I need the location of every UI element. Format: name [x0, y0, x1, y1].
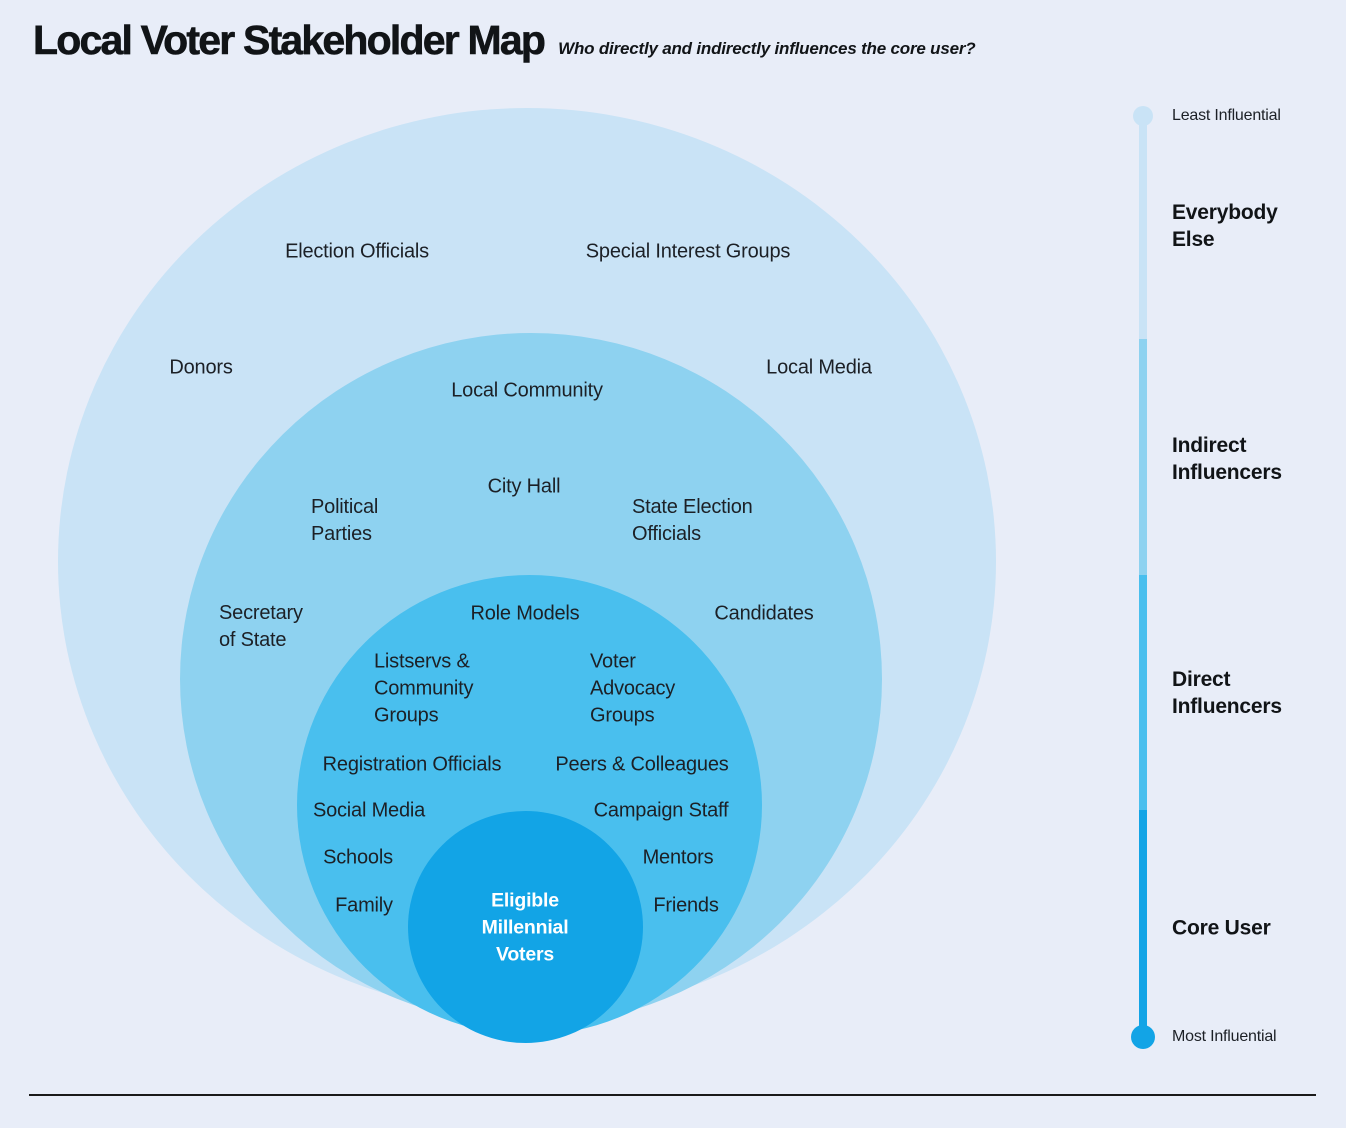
- stakeholder-label: Friends: [653, 894, 719, 917]
- category-label-indirect-influencers: Indirect Influencers: [1172, 434, 1282, 484]
- stakeholder-label: Campaign Staff: [593, 799, 729, 822]
- stakeholder-label: Secretary of State: [219, 602, 303, 651]
- stakeholder-label: Donors: [169, 356, 233, 379]
- least-influential-label: Least Influential: [1172, 107, 1281, 124]
- ring-core-user: [408, 811, 643, 1043]
- category-label-direct-influencers: Direct Influencers: [1172, 668, 1282, 718]
- scale-segment-core-user: [1139, 810, 1147, 1037]
- stakeholder-label: Registration Officials: [322, 753, 502, 776]
- scale-segment-indirect-influencers: [1139, 339, 1147, 575]
- stakeholder-label: Local Media: [766, 356, 872, 379]
- stakeholder-label: Special Interest Groups: [585, 240, 791, 263]
- stakeholder-label: Listservs & Community Groups: [374, 650, 474, 727]
- stakeholder-label: City Hall: [487, 475, 561, 498]
- stakeholder-label: Eligible Millennial Voters: [481, 889, 569, 966]
- stakeholder-label: Local Community: [451, 379, 603, 402]
- stakeholder-label: Social Media: [312, 799, 426, 822]
- bottom-divider: [29, 1094, 1316, 1096]
- stakeholder-label: Role Models: [470, 602, 580, 625]
- header: Local Voter Stakeholder Map Who directly…: [33, 17, 976, 63]
- stakeholder-label: Family: [335, 894, 393, 917]
- stakeholder-label: Political Parties: [311, 496, 379, 545]
- scale-segment-everybody-else: [1139, 116, 1147, 339]
- most-influential-dot: [1131, 1025, 1155, 1049]
- stakeholder-label: Candidates: [714, 602, 814, 625]
- stakeholder-label: Voter Advocacy Groups: [590, 650, 676, 727]
- stakeholder-label: Mentors: [642, 846, 714, 869]
- page-subtitle: Who directly and indirectly influences t…: [558, 39, 976, 58]
- stakeholder-label: Schools: [323, 846, 393, 869]
- stakeholder-label: Election Officials: [285, 240, 429, 263]
- scale-segment-direct-influencers: [1139, 575, 1147, 810]
- category-label-everybody-else: Everybody Else: [1172, 201, 1278, 251]
- page-title: Local Voter Stakeholder Map: [33, 17, 547, 63]
- stakeholder-label: State Election Officials: [632, 496, 753, 545]
- most-influential-label: Most Influential: [1172, 1028, 1277, 1045]
- stakeholder-label: Peers & Colleagues: [555, 753, 729, 776]
- category-label-core-user: Core User: [1172, 916, 1271, 940]
